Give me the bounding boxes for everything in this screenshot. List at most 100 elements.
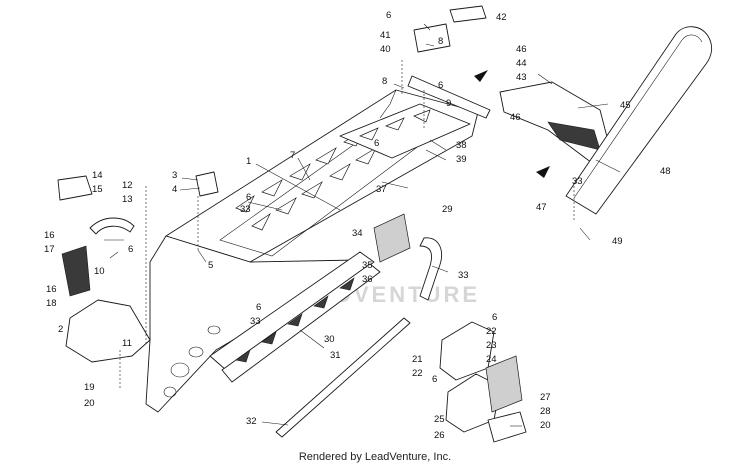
leader-line <box>537 73 553 85</box>
callout-42: 42 <box>496 12 507 23</box>
callout-22: 22 <box>486 326 497 337</box>
callout-28: 28 <box>540 406 551 417</box>
deck-cutout <box>261 179 283 197</box>
callout-6: 6 <box>386 10 391 21</box>
callout-14: 14 <box>92 170 103 181</box>
callout-6: 6 <box>438 80 443 91</box>
board-cutout <box>235 349 251 363</box>
callout-26: 26 <box>434 430 445 441</box>
leader-line <box>429 139 447 151</box>
leader-line <box>255 163 341 211</box>
board-cutout <box>287 313 303 327</box>
leader-line <box>595 159 621 173</box>
callout-labels: 1234566666666788910111213141516161718192… <box>44 10 671 441</box>
leader-lines <box>104 23 621 427</box>
grab-strap <box>89 217 135 235</box>
side-bracket <box>373 213 411 263</box>
callout-30: 30 <box>324 334 335 345</box>
callout-6: 6 <box>128 244 133 255</box>
leader-line <box>109 251 119 259</box>
reinforcement-plate <box>339 103 471 159</box>
callout-48: 48 <box>660 166 671 177</box>
callout-2: 2 <box>58 324 63 335</box>
direction-arrow <box>536 166 550 178</box>
callout-8: 8 <box>438 36 443 47</box>
running-board-lower <box>221 263 381 383</box>
leader-line <box>247 201 283 211</box>
direction-arrow <box>474 70 488 82</box>
callout-3: 3 <box>172 170 177 181</box>
callout-16: 16 <box>44 230 55 241</box>
callout-46: 46 <box>510 112 521 123</box>
running-board <box>209 251 381 383</box>
callout-29: 29 <box>442 204 453 215</box>
leader-line <box>579 227 591 241</box>
callout-41: 41 <box>380 30 391 41</box>
footer-credit: Rendered by LeadVenture, Inc. <box>298 451 452 463</box>
callout-6: 6 <box>256 302 261 313</box>
callout-39: 39 <box>456 154 467 165</box>
callout-45: 45 <box>620 100 631 111</box>
side-hole <box>207 325 221 335</box>
callout-19: 19 <box>84 382 95 393</box>
deck-cutout <box>235 194 255 213</box>
leader-line <box>431 265 449 273</box>
callout-6: 6 <box>374 138 379 149</box>
board-cutout <box>261 331 277 345</box>
callout-32: 32 <box>246 416 257 427</box>
leader-line <box>299 329 325 349</box>
mount-bracket <box>195 171 219 197</box>
leader-line <box>425 149 447 161</box>
step-block <box>487 411 527 443</box>
callout-13: 13 <box>122 194 133 205</box>
callout-44: 44 <box>516 58 527 69</box>
callout-4: 4 <box>172 184 177 195</box>
vent-panel <box>485 355 523 413</box>
leader-line <box>423 23 431 31</box>
callout-16: 16 <box>46 284 57 295</box>
callout-7: 7 <box>290 150 295 161</box>
callout-49: 49 <box>612 236 623 247</box>
board-cutout <box>313 295 329 309</box>
callout-33: 33 <box>572 176 583 187</box>
bumper-cap <box>57 175 93 201</box>
callout-17: 17 <box>44 244 55 255</box>
leader-line <box>197 249 207 263</box>
callout-34: 34 <box>352 228 363 239</box>
side-hole <box>163 386 177 398</box>
callout-40: 40 <box>380 44 391 55</box>
leader-line <box>297 157 311 181</box>
callout-24: 24 <box>486 354 497 365</box>
side-hole <box>170 362 190 378</box>
leader-line <box>393 83 405 89</box>
callout-20: 20 <box>540 420 551 431</box>
board-cutout <box>339 277 355 291</box>
top-bracket <box>413 23 451 53</box>
rear-loop-bumper <box>565 26 713 215</box>
deck-cutout <box>251 212 271 231</box>
deck-cutout <box>315 147 337 165</box>
top-cap <box>449 5 487 23</box>
callout-33: 33 <box>240 204 251 215</box>
front-bracket <box>65 299 151 363</box>
callout-33: 33 <box>250 316 261 327</box>
callout-6: 6 <box>246 192 251 203</box>
callout-6: 6 <box>432 374 437 385</box>
heel-guard <box>61 245 91 297</box>
loop-inner <box>573 34 703 199</box>
callout-8: 8 <box>382 76 387 87</box>
rear-bumper-bar <box>407 75 491 119</box>
deck-cutout <box>289 163 311 181</box>
callout-10: 10 <box>94 266 105 277</box>
callout-31: 31 <box>330 350 341 361</box>
callout-11: 11 <box>122 338 132 349</box>
leader-line <box>425 43 435 47</box>
callout-47: 47 <box>536 202 547 213</box>
deck-cutout <box>329 163 351 181</box>
plate-cutout <box>413 109 431 123</box>
callout-12: 12 <box>122 180 133 191</box>
tunnel-rear-edge <box>379 89 397 119</box>
assembly-lines <box>119 60 575 390</box>
callout-21: 21 <box>412 354 423 365</box>
